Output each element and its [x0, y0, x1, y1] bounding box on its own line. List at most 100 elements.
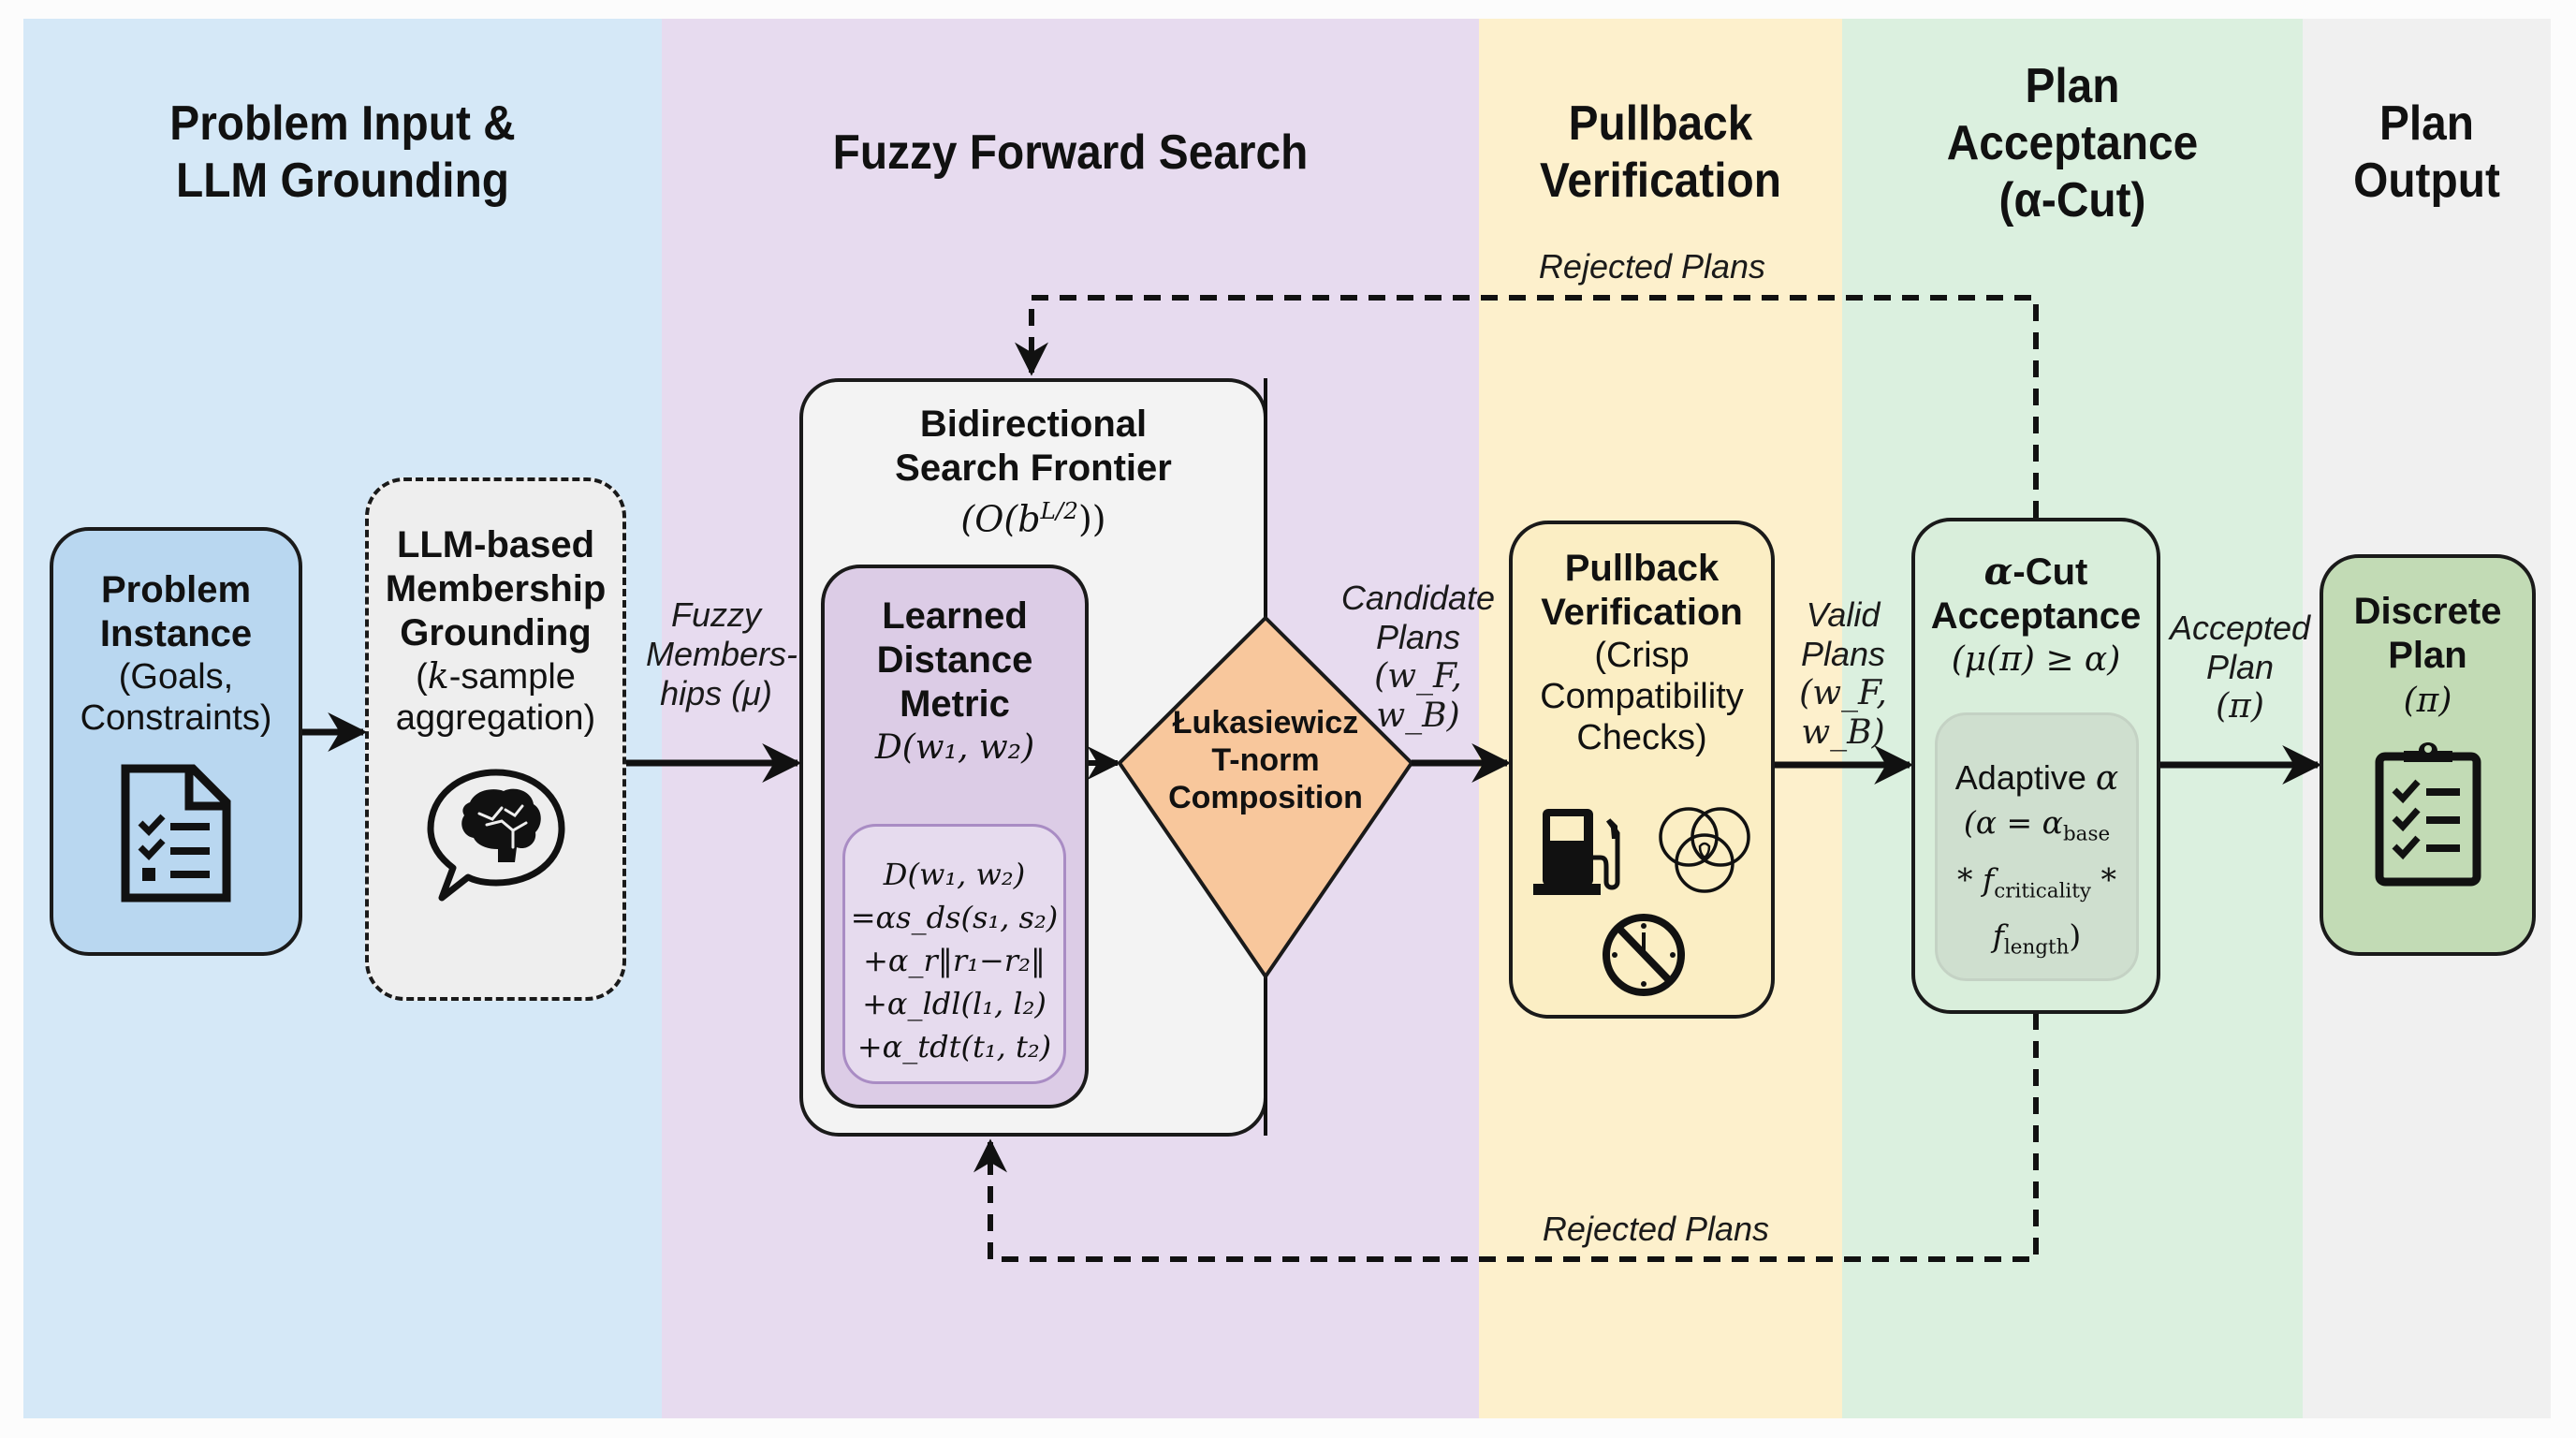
- band-title-line: Fuzzy Forward Search: [832, 125, 1309, 180]
- node-subtitle: (Goals,: [118, 657, 234, 697]
- edge-label-valid-plans: Valid Plans (w_F, w_B): [1774, 595, 1912, 753]
- clipboard-checklist-icon: [2375, 742, 2481, 887]
- pullback-verification-node[interactable]: Pullback Verification (Crisp Compatibili…: [1509, 521, 1775, 1019]
- acceptance-condition: (μ(π) ≥ α): [1951, 640, 2121, 679]
- band-title-line: Plan: [2025, 59, 2120, 113]
- node-subtitle: Checks): [1576, 718, 1707, 757]
- formula-line: +α_r‖r₁−r₂‖: [863, 943, 1046, 978]
- band-title-pullback: Pullback Verification: [1494, 95, 1828, 210]
- adaptive-formula-line: (α = αbase: [1938, 800, 2136, 858]
- label-line: Plans: [1800, 635, 1886, 673]
- label-line: hips (μ): [660, 674, 772, 712]
- adaptive-formula-line: * fcriticality *: [1938, 858, 2136, 915]
- complexity-close: )): [1077, 498, 1106, 540]
- node-title: Pullback: [1564, 548, 1720, 589]
- label-vars: (π): [2216, 687, 2264, 726]
- fuel-pump-icon: [1533, 809, 1620, 895]
- label-vars: (w_F, w_B): [1374, 657, 1462, 735]
- formula-text: ): [2069, 917, 2082, 955]
- node-title: α-Cut: [1915, 550, 2157, 594]
- node-title: Grounding: [400, 612, 592, 653]
- band-title-output: Plan Output: [2313, 95, 2541, 210]
- node-title: Membership: [385, 568, 607, 609]
- node-subtitle: (Crisp: [1594, 636, 1690, 675]
- alpha-symbol: α: [1983, 550, 2013, 594]
- formula-line: +α_tdt(t₁, t₂): [856, 1029, 1052, 1064]
- metric-signature: D(w₁, w₂): [874, 728, 1035, 767]
- complexity-exponent: L/2: [1040, 497, 1078, 524]
- label-line: Accepted: [2169, 609, 2311, 647]
- band-title-line: Pullback: [1568, 96, 1753, 151]
- label-line: Fuzzy: [670, 595, 761, 634]
- node-title: Composition: [1168, 780, 1363, 815]
- node-title: Metric: [900, 683, 1010, 725]
- label-vars: (w_F, w_B): [1799, 674, 1887, 752]
- node-title: Problem: [100, 569, 252, 610]
- band-title-line: Verification: [1540, 154, 1781, 208]
- adaptive-alpha-box: Adaptive α (α = αbase * fcriticality * f…: [1935, 712, 2139, 981]
- node-title: Instance: [99, 613, 253, 654]
- formula-subscript: length: [2003, 935, 2070, 960]
- formula-line: +α_ldl(l₁, l₂): [862, 986, 1046, 1021]
- formula-text: (α = α: [1963, 804, 2063, 841]
- node-title: Search Frontier: [895, 448, 1172, 489]
- node-title: Distance: [876, 639, 1033, 681]
- formula-text: * f: [1956, 860, 1995, 898]
- node-title: Acceptance: [1930, 595, 2142, 637]
- edge-label-rejected-bottom: Rejected Plans: [1542, 1210, 1770, 1248]
- formula-subscript: base: [2062, 822, 2111, 846]
- venn-diagram-icon: [1659, 807, 1750, 893]
- label-line: Plans: [1375, 618, 1461, 656]
- document-checklist-icon: [121, 764, 231, 902]
- node-title: Bidirectional: [919, 404, 1148, 445]
- band-title-line: Output: [2353, 154, 2500, 208]
- label-line: Members-: [646, 635, 798, 673]
- node-title: Learned: [882, 595, 1028, 637]
- band-title-acceptance: Plan Acceptance (α-Cut): [1861, 58, 2285, 229]
- label-line: Candidate: [1340, 579, 1496, 617]
- node-subtitle: Constraints): [80, 698, 272, 738]
- problem-instance-node[interactable]: Problem Instance (Goals, Constraints): [50, 527, 302, 956]
- label-line: Valid: [1806, 595, 1881, 634]
- band-title-search: Fuzzy Forward Search: [695, 125, 1446, 182]
- band-title-line: Problem Input &: [169, 96, 516, 151]
- distance-formula-box: D(w₁, w₂) =αs_ds(s₁, s₂) +α_r‖r₁−r₂‖ +α_…: [842, 824, 1066, 1084]
- alpha-symbol: α: [2095, 759, 2119, 798]
- band-title-input: Problem Input & LLM Grounding: [49, 95, 636, 210]
- formula-text: f: [1992, 917, 2004, 955]
- node-title: Verification: [1541, 592, 1743, 633]
- subtitle-text: -sample: [448, 657, 576, 697]
- brain-speech-bubble-icon: [427, 769, 564, 902]
- k-variable: k: [427, 655, 449, 697]
- edge-label-accepted-plan: Accepted Plan (π): [2160, 609, 2320, 726]
- node-subtitle: aggregation): [395, 698, 596, 738]
- adaptive-formula-line: flength): [1938, 914, 2136, 971]
- plan-symbol: (π): [2403, 682, 2452, 720]
- complexity-text: (O(b: [960, 498, 1041, 540]
- edge-label-candidate-plans: Candidate Plans (w_F, w_B): [1334, 579, 1502, 736]
- band-title-line: LLM Grounding: [175, 154, 510, 208]
- node-title: Łukasiewicz: [1172, 705, 1359, 741]
- no-clock-icon: [1603, 914, 1685, 996]
- node-title: Discrete: [2353, 591, 2502, 632]
- node-title: T-norm: [1211, 742, 1320, 778]
- formula-line: =αs_ds(s₁, s₂): [850, 900, 1059, 935]
- formula-line: D(w₁, w₂): [883, 857, 1026, 892]
- title-text: -Cut: [2012, 551, 2088, 593]
- formula-text: *: [2091, 860, 2117, 898]
- node-title: LLM-based: [396, 524, 595, 565]
- band-title-line: (α-Cut): [1998, 173, 2146, 227]
- adaptive-title: Adaptive α: [1938, 756, 2136, 800]
- node-subtitle: (k-sample: [416, 655, 576, 697]
- edge-label-fuzzy-memberships: Fuzzy Members- hips (μ): [646, 595, 798, 713]
- tnorm-node[interactable]: Łukasiewicz T-norm Composition: [1151, 704, 1380, 816]
- llm-grounding-node[interactable]: LLM-based Membership Grounding (k-sample…: [365, 477, 626, 1001]
- node-title: Plan: [2388, 635, 2467, 676]
- discrete-plan-node[interactable]: Discrete Plan (π): [2320, 554, 2536, 956]
- complexity-expression: (O(bL/2)): [803, 491, 1264, 540]
- adaptive-label: Adaptive: [1954, 758, 2086, 797]
- node-subtitle: Compatibility: [1540, 677, 1744, 716]
- band-title-line: Acceptance: [1946, 116, 2199, 170]
- band-title-line: Plan: [2378, 96, 2475, 151]
